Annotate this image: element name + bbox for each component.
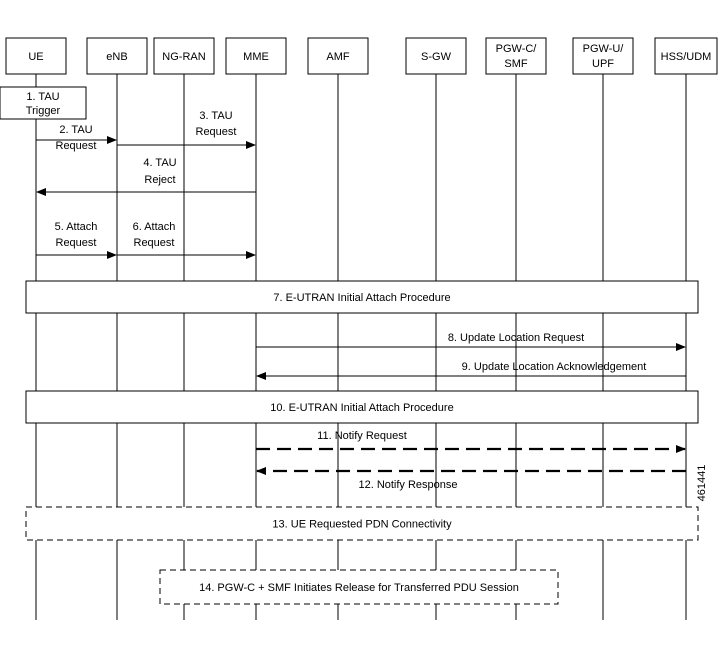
figure-id: 461441 [696,465,708,502]
entity-box-pgwu [572,37,634,75]
tau-trigger-label: Trigger [26,105,61,117]
entity-box-hss [654,37,718,75]
figure-id-label: 461441 [696,465,708,502]
message-label-m2: Request [56,140,97,152]
entity-label-pgwc: SMF [504,58,528,70]
message-label-m8: 8. Update Location Request [448,332,584,344]
tau-trigger-label: 1. TAU [26,91,59,103]
message-label-m6: 6. Attach [133,221,176,233]
entity-box-ue [5,37,67,75]
procedure-label-p10: 10. E-UTRAN Initial Attach Procedure [270,402,453,414]
message-label-m11: 11. Notify Request [317,430,407,442]
tau-trigger-box [0,86,87,120]
entity-label-mme: MME [243,51,269,63]
entity-label-ngran: NG-RAN [162,51,205,63]
entity-label-enb: eNB [106,51,127,63]
entity-label-ue: UE [28,51,43,63]
procedure-box-p7 [25,280,699,314]
entity-label-sgw: S-GW [421,51,452,63]
procedure-label-p7: 7. E-UTRAN Initial Attach Procedure [273,292,450,304]
message-label-m12: 12. Notify Response [358,479,457,491]
entity-box-sgw [405,37,467,75]
entity-box-enb [86,37,148,75]
message-label-m6: Request [134,237,175,249]
message-label-m5: Request [56,237,97,249]
entity-label-amf: AMF [326,51,350,63]
message-label-m5: 5. Attach [55,221,98,233]
entity-box-mme [225,37,287,75]
entity-box-ngran [153,37,215,75]
procedure-label-p14: 14. PGW-C + SMF Initiates Release for Tr… [199,582,519,594]
tau-trigger: 1. TAU Trigger [0,86,87,120]
procedure-box-p10 [25,390,699,424]
message-label-m2: 2. TAU [59,124,92,136]
procedure-label-p13: 13. UE Requested PDN Connectivity [272,519,452,531]
procedures: 7. E-UTRAN Initial Attach Procedure 10. E… [25,280,699,605]
entity-box-pgwc [485,37,547,75]
procedure-box-p13 [25,506,699,541]
entity-label-pgwu: PGW-U/ [583,43,625,55]
message-label-m4: Reject [144,174,175,186]
procedure-box-p14 [159,569,559,605]
entity-headers: UE eNB NG-RAN MME AMF S-GW PGW-C/SMF PGW-U/UPF H… [5,37,718,75]
entity-box-amf [307,37,369,75]
entity-label-pgwu: UPF [592,58,614,70]
entity-label-hss: HSS/UDM [661,51,712,63]
message-label-m9: 9. Update Location Acknowledgement [462,361,647,373]
message-label-m3: 3. TAU [199,110,232,122]
message-label-m4: 4. TAU [143,157,176,169]
messages: 2. TAU Request 3. TAU Request 4. TAU Reject 5.… [36,110,686,491]
entity-label-pgwc: PGW-C/ [496,43,538,55]
message-label-m3: Request [196,126,237,138]
